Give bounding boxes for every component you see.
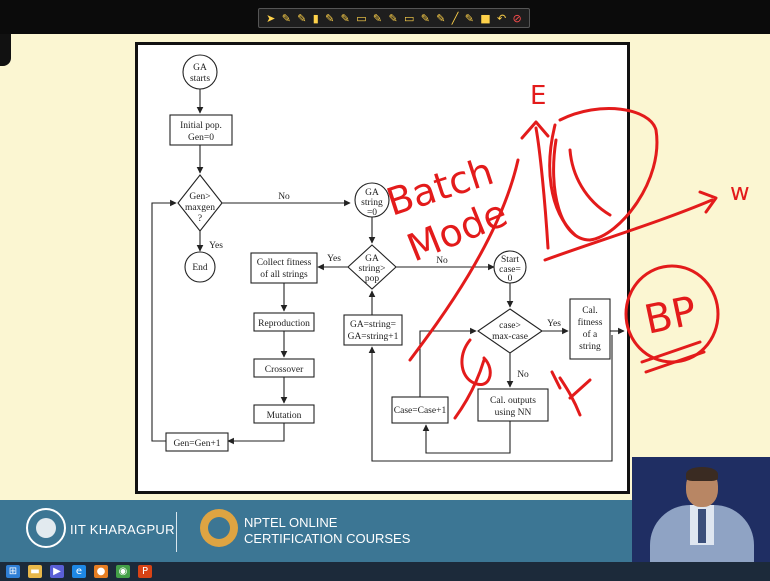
ie-icon[interactable]: e [72, 565, 86, 578]
explorer-icon[interactable]: ▬ [28, 565, 42, 578]
ink-mark-2 [570, 380, 590, 398]
bp-underline-2 [646, 352, 704, 372]
bp-annotation: BP [641, 288, 701, 344]
nptel-title-1: NPTEL ONLINE [244, 515, 337, 530]
powerpoint-icon[interactable]: P [138, 565, 152, 578]
ink-mark-3 [552, 372, 560, 388]
taskbar: ⊞ ▬ ▶ e ● ◉ P [0, 562, 770, 581]
nptel-logo [200, 509, 238, 547]
firefox-icon[interactable]: ● [94, 565, 108, 578]
iit-logo [26, 508, 66, 548]
speaker-video [632, 457, 770, 562]
ink-annotations: Batch Mode E w BP [0, 0, 770, 500]
institute-name: IIT KHARAGPUR [70, 522, 175, 537]
ink-loop-tail [455, 360, 484, 418]
bowl-surface [554, 109, 657, 240]
e-axis-stroke [536, 128, 548, 248]
speaker-hair [686, 467, 718, 481]
w-axis-label: w [730, 178, 750, 206]
bowl-inner-curve [570, 150, 610, 215]
media-icon[interactable]: ▶ [50, 565, 64, 578]
footer-divider [176, 512, 177, 552]
e-axis-label: E [530, 81, 546, 111]
chrome-icon[interactable]: ◉ [116, 565, 130, 578]
windows-icon[interactable]: ⊞ [6, 565, 20, 578]
nptel-title-2: CERTIFICATION COURSES [244, 531, 410, 546]
speaker-tie [698, 509, 706, 543]
